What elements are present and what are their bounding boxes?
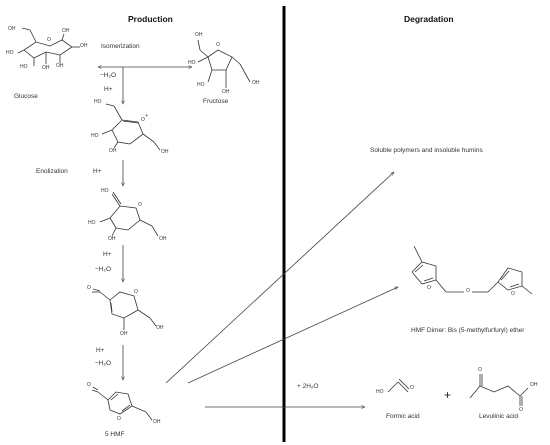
atom-oh: OH [222,89,230,95]
atom-oh: OH [8,26,16,32]
minus-h2o-label-3: −H₂O [95,360,112,367]
atom-ho: HO [20,64,28,70]
soluble-polymers-label: Soluble polymers and insoluble humins [370,147,483,154]
plus-sign: + [444,388,452,402]
atom-o: O [511,291,515,297]
intermediate-cation-structure [101,103,161,151]
levulinic-acid-label: Levulinic acid [479,413,519,420]
levulinic-acid-structure [469,374,529,406]
atom-o: O [117,416,121,422]
production-header: Production [128,14,173,24]
glucose-label: Glucose [14,93,38,100]
atom-oh: OH [109,148,117,154]
atom-o: O [138,202,142,208]
degradation-header: Degradation [404,14,454,24]
atom-o: O [216,42,220,48]
formic-acid-label: Formic acid [386,413,420,420]
intermediate-dehydrated-structure [92,288,157,330]
minus-h2o-label-2: −H₂O [95,266,112,273]
plus-2h2o-label: + 2H₂O [297,383,319,390]
atom-oh: OH [80,43,88,49]
formic-acid-structure [387,378,410,393]
atom-o: O [87,382,91,388]
atom-o: O [134,289,138,295]
arrow-to-humins [165,172,394,384]
atom-ho: HO [91,133,99,139]
atom-oh: OH [120,331,128,337]
atom-o: O [478,367,482,373]
atom-o: O [519,407,523,413]
atom-oh: OH [530,382,538,388]
enolization-label: Enolization [36,168,68,175]
atom-oh: OH [56,63,64,69]
atom-ho: HO [88,220,96,226]
h-plus-label-3: H+ [103,251,112,258]
atom-o: O [466,288,470,294]
atom-oh: OH [156,325,164,331]
atom-oh: OH [159,236,167,242]
intermediate-enol-structure [99,191,159,237]
atom-cation: + [145,113,148,119]
atom-oh: OH [161,149,169,155]
h-plus-label-2: H+ [93,168,102,175]
hmf-dimer-label: HMF Dimer: Bis (5-methylfurfuryl) ether [411,327,525,334]
atom-o: O [427,285,431,291]
atom-oh: OH [42,65,50,71]
atom-o: O [141,117,145,123]
atom-oh: OH [252,80,260,86]
atom-ho: HO [197,82,205,88]
atom-ho: HO [101,188,109,194]
atom-ho: HO [94,99,102,105]
atom-ho: HO [376,389,384,395]
hmf-structure [91,386,153,421]
arrow-to-dimer [187,286,398,384]
atom-o: O [410,385,414,391]
h-plus-label-4: H+ [96,347,105,354]
minus-h2o-label-1: −H₂O [100,72,117,79]
fructose-label: Fructose [203,98,229,105]
atom-o: O [47,37,51,43]
atom-ho: HO [188,60,196,66]
h-plus-label-1: H+ [104,86,113,93]
hmf-dimer-structure [411,245,533,295]
atom-oh: OH [195,32,203,38]
atom-o: O [87,285,91,291]
glucose-structure [17,27,80,66]
fructose-structure [197,39,251,88]
atom-oh: OH [108,236,116,242]
atom-ho: HO [6,50,14,56]
atom-oh: OH [153,419,161,425]
hmf-label: 5 HMF [105,431,125,438]
atom-oh: OH [62,28,70,34]
isomerization-label: Isomerization [101,43,140,50]
